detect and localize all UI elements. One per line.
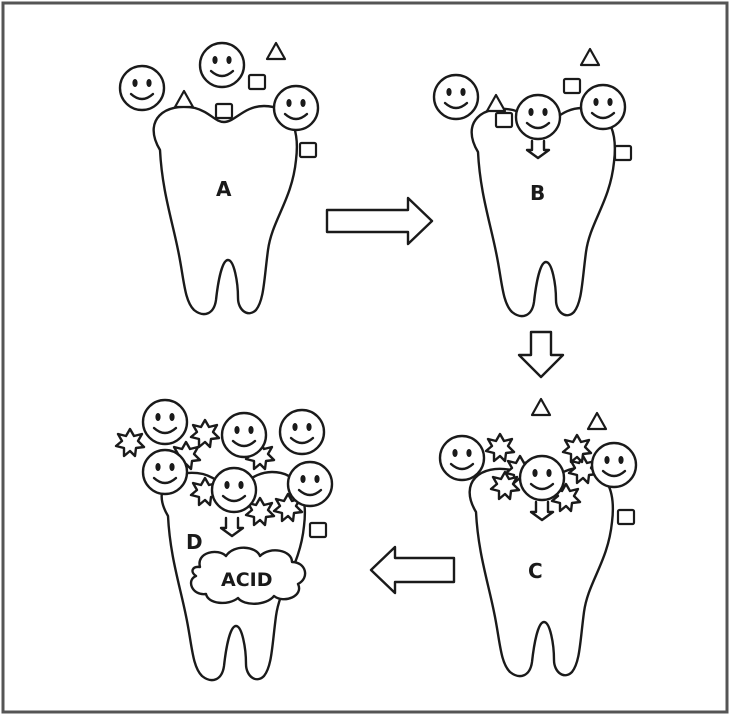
square-icon: [496, 113, 512, 127]
bacteria-icon: [288, 462, 332, 506]
bacteria-icon: [520, 456, 564, 500]
square-icon: [249, 75, 265, 89]
bacteria-icon: [200, 43, 244, 87]
bacteria-icon: [434, 75, 478, 119]
panel-label-a: A: [216, 177, 232, 201]
bacteria-icon: [212, 468, 256, 512]
bacteria-icon: [143, 400, 187, 444]
square-icon: [564, 79, 580, 93]
square-icon: [615, 146, 631, 160]
square-icon: [216, 104, 232, 118]
bacteria-icon: [222, 413, 266, 457]
square-icon: [310, 523, 326, 537]
bacteria-icon: [143, 450, 187, 494]
bacteria-icon: [120, 66, 164, 110]
bacteria-icon: [581, 85, 625, 129]
acid-label: ACID: [221, 569, 273, 591]
panel-label-d: D: [186, 530, 203, 554]
bacteria-icon: [592, 443, 636, 487]
bacteria-icon: [280, 410, 324, 454]
bacteria-icon: [516, 95, 560, 139]
panel-label-b: B: [530, 181, 545, 205]
panel-label-c: C: [528, 559, 543, 583]
square-icon: [300, 143, 316, 157]
square-icon: [618, 510, 634, 524]
bacteria-icon: [274, 86, 318, 130]
bacteria-icon: [440, 436, 484, 480]
